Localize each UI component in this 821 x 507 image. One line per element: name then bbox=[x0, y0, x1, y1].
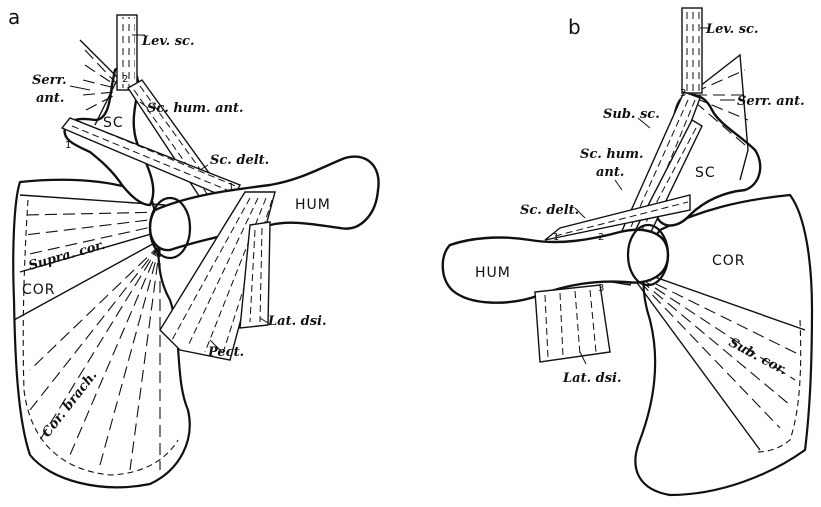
panel-a-number-1-scapula: 1 bbox=[65, 140, 71, 151]
panel-b-label-sc-delt: Sc. delt. bbox=[520, 203, 579, 218]
panel-b-number-3-scapula: 3 bbox=[680, 88, 686, 99]
panel-a-label-sc: SC bbox=[103, 115, 124, 131]
panel-a-number-1-humerus: 1 bbox=[228, 182, 234, 193]
panel-b-label-sub-sc: Sub. sc. bbox=[603, 107, 660, 122]
panel-b-label-sc-hum-ant-line1: Sc. hum. bbox=[580, 147, 644, 162]
panel-b-number-3-humerus: 3 bbox=[598, 283, 604, 294]
panel-b-label-cor: COR bbox=[712, 253, 746, 269]
panel-b-letter: b bbox=[568, 15, 581, 39]
panel-b-label-hum: HUM bbox=[475, 265, 511, 281]
panel-b-label-serr-ant: Serr. ant. bbox=[737, 94, 805, 109]
panel-b-lat-dsi-muscle bbox=[535, 285, 610, 362]
panel-b-number-2: 2 bbox=[598, 232, 604, 243]
panel-a-label-serr-ant-line1: Serr. bbox=[32, 73, 67, 88]
panel-b-label-sc: SC bbox=[695, 165, 716, 181]
panel-a-label-hum: HUM bbox=[295, 197, 331, 213]
panel-a-label-lat-dsi: Lat. dsi. bbox=[267, 314, 327, 329]
panel-a-label-sc-delt: Sc. delt. bbox=[210, 153, 269, 168]
panel-a-label-serr-ant-line2: ant. bbox=[36, 91, 64, 106]
panel-b-lev-sc-muscle bbox=[682, 8, 702, 93]
panel-a: a bbox=[8, 5, 379, 487]
panel-b: b bbox=[443, 8, 812, 495]
panel-a-number-2: 2 bbox=[122, 74, 128, 85]
panel-a-label-lev-sc: Lev. sc. bbox=[141, 34, 194, 49]
panel-a-label-cor: COR bbox=[22, 282, 56, 298]
panel-b-label-lat-dsi: Lat. dsi. bbox=[562, 371, 622, 386]
panel-b-label-lev-sc: Lev. sc. bbox=[705, 22, 758, 37]
panel-a-label-sc-hum-ant: Sc. hum. ant. bbox=[147, 101, 243, 116]
panel-b-label-sc-hum-ant-line2: ant. bbox=[596, 165, 624, 180]
panel-a-letter: a bbox=[8, 5, 20, 29]
panel-b-number-1: 1 bbox=[553, 232, 559, 243]
panel-a-label-pect: Pect. bbox=[207, 345, 244, 360]
